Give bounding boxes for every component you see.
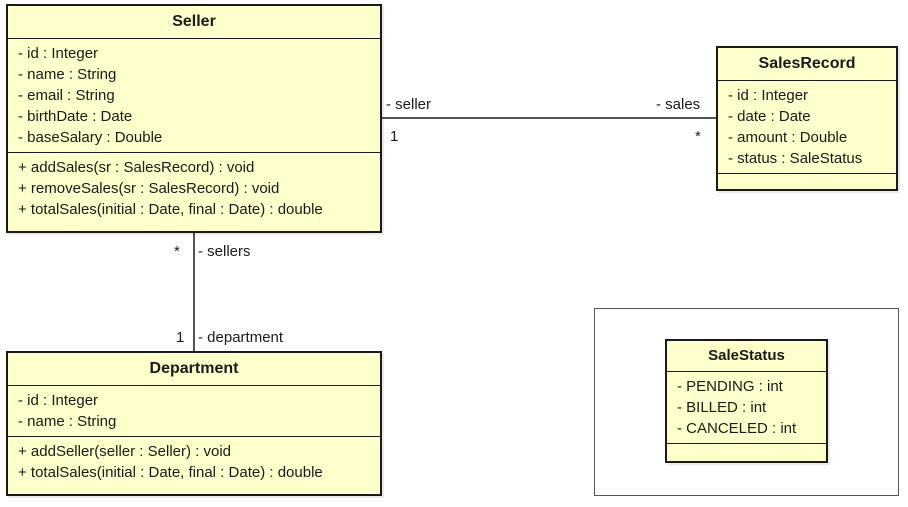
attributes-compartment: - id : Integer - name : String xyxy=(8,386,380,437)
attribute: - name : String xyxy=(18,413,117,430)
attribute: - name : String xyxy=(18,66,117,83)
seller-class[interactable]: Seller - id : Integer - name : String - … xyxy=(6,4,382,233)
sellers-multiplicity-label: * xyxy=(174,243,180,260)
sellers-role-label: - sellers xyxy=(198,243,251,260)
seller-role-label: - seller xyxy=(386,96,432,113)
operation: + totalSales(initial : Date, final : Dat… xyxy=(18,201,323,218)
salestatus-class[interactable]: SaleStatus - PENDING : int - BILLED : in… xyxy=(665,339,828,463)
department-multiplicity-label: 1 xyxy=(176,329,185,346)
attribute: - status : SaleStatus xyxy=(728,150,863,167)
attribute: - CANCELED : int xyxy=(677,420,797,437)
operation: + removeSales(sr : SalesRecord) : void xyxy=(18,180,280,197)
attributes-compartment: - PENDING : int - BILLED : int - CANCELE… xyxy=(667,372,826,444)
attribute: - id : Integer xyxy=(18,392,99,409)
operations-compartment xyxy=(667,444,826,454)
sales-role-label: - sales xyxy=(656,96,701,113)
department-role-label: - department xyxy=(198,329,284,346)
operations-compartment: + addSales(sr : SalesRecord) : void + re… xyxy=(8,153,380,224)
class-name: SaleStatus xyxy=(667,341,826,372)
attribute: - id : Integer xyxy=(18,45,99,62)
sales-multiplicity-label: * xyxy=(695,128,701,145)
operation: + addSeller(seller : Seller) : void xyxy=(18,443,232,460)
attribute: - PENDING : int xyxy=(677,378,783,395)
attributes-compartment: - id : Integer - date : Date - amount : … xyxy=(718,81,896,174)
operations-compartment: + addSeller(seller : Seller) : void + to… xyxy=(8,437,380,487)
attribute: - BILLED : int xyxy=(677,399,767,416)
attribute: - date : Date xyxy=(728,108,811,125)
seller-multiplicity-label: 1 xyxy=(390,128,399,145)
department-class[interactable]: Department - id : Integer - name : Strin… xyxy=(6,351,382,496)
class-name: Department xyxy=(8,353,380,386)
attribute: - email : String xyxy=(18,87,115,104)
operations-compartment xyxy=(718,174,896,184)
operation: + addSales(sr : SalesRecord) : void xyxy=(18,159,255,176)
class-name: SalesRecord xyxy=(718,48,896,81)
attribute: - birthDate : Date xyxy=(18,108,133,125)
attribute: - amount : Double xyxy=(728,129,848,146)
attributes-compartment: - id : Integer - name : String - email :… xyxy=(8,39,380,153)
salesrecord-class[interactable]: SalesRecord - id : Integer - date : Date… xyxy=(716,46,898,191)
attribute: - id : Integer xyxy=(728,87,809,104)
class-name: Seller xyxy=(8,6,380,39)
operation: + totalSales(initial : Date, final : Dat… xyxy=(18,464,323,481)
attribute: - baseSalary : Double xyxy=(18,129,163,146)
